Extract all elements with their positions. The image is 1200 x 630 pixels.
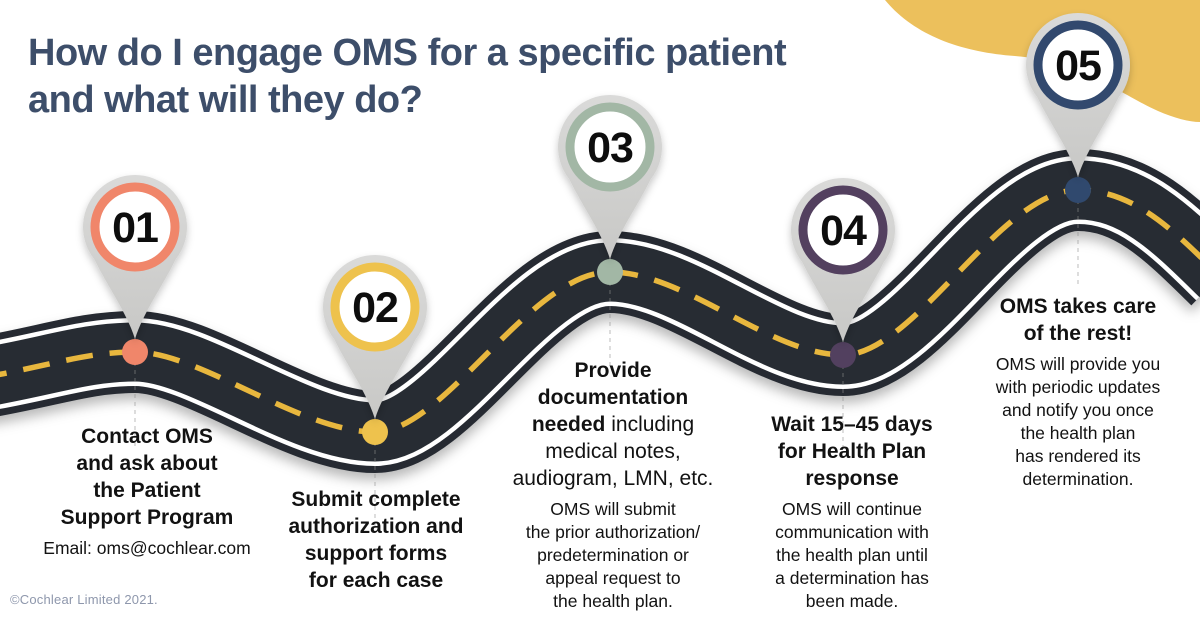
step-body: OMS will submit the prior authorization/…	[525, 499, 701, 611]
pin-road-dot	[1065, 177, 1091, 203]
pin-road-dot	[122, 339, 148, 365]
road-centerline	[0, 187, 1200, 435]
step-5-text: OMS takes care of the rest! OMS will pro…	[958, 293, 1198, 491]
step-1-text: Contact OMS and ask about the Patient Su…	[22, 423, 272, 560]
pin-number: 03	[587, 124, 633, 172]
step-body: OMS will continue communication with the…	[775, 499, 929, 611]
pin-road-dot	[597, 259, 623, 285]
pin-number-ring	[798, 185, 888, 275]
step-heading: Submit complete authorization and suppor…	[288, 488, 464, 592]
step-heading-strong: Provide documentation needed	[531, 359, 689, 436]
step-2-text: Submit complete authorization and suppor…	[256, 486, 496, 594]
pin-road-dot	[830, 342, 856, 368]
pin-number-ring	[1033, 20, 1123, 110]
step-body: OMS will provide you with periodic updat…	[995, 354, 1161, 489]
pin-road-dot	[362, 419, 388, 445]
step-heading: OMS takes care of the rest!	[999, 295, 1157, 345]
map-pin-4: 04	[791, 178, 895, 450]
step-3-text: Provide documentation needed including m…	[478, 357, 748, 613]
page-title: How do I engage OMS for a specific patie…	[28, 32, 787, 121]
pin-number: 05	[1055, 42, 1101, 90]
pin-number-ring	[330, 262, 420, 352]
step-4-text: Wait 15–45 days for Health Plan response…	[727, 411, 977, 613]
map-pin-3: 03	[558, 95, 662, 367]
step-heading-rest: including medical notes, audiogram, LMN,…	[512, 413, 714, 490]
pin-number: 01	[112, 204, 158, 252]
map-pin-5: 05	[1026, 13, 1130, 285]
step-body: Email: oms@cochlear.com	[43, 538, 251, 558]
pin-number-ring	[565, 102, 655, 192]
pin-number: 04	[820, 207, 867, 255]
map-pin-1: 01	[83, 175, 187, 447]
step-heading: Contact OMS and ask about the Patient Su…	[60, 425, 234, 529]
pin-number: 02	[352, 284, 398, 332]
copyright-text: ©Cochlear Limited 2021.	[10, 592, 158, 607]
step-heading: Wait 15–45 days for Health Plan response	[771, 413, 933, 490]
pin-number-ring	[90, 182, 180, 272]
map-pin-2: 02	[323, 255, 427, 527]
step-heading: Provide documentation needed including m…	[478, 357, 748, 492]
